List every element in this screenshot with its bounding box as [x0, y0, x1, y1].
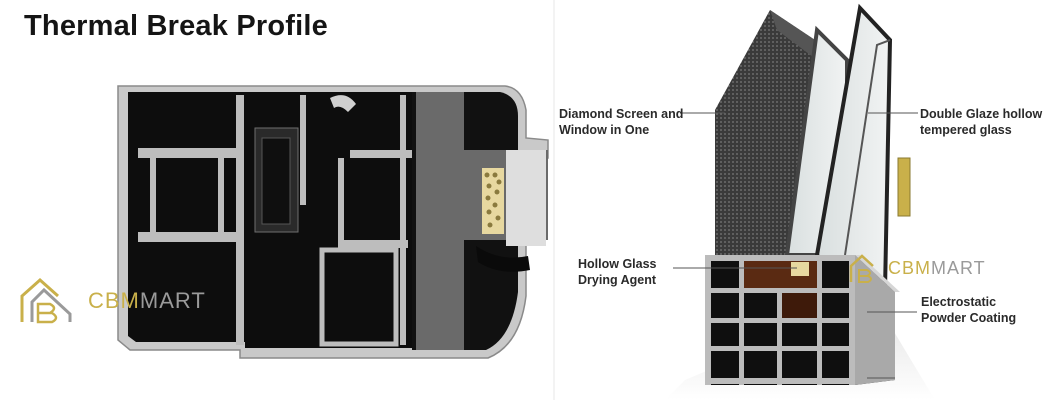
brand-logo-right: CBMMART	[848, 252, 986, 284]
label-drying-agent: Hollow Glass Drying Agent	[578, 257, 657, 287]
brand-logo-left: CBMMART	[18, 276, 206, 326]
page-title: Thermal Break Profile	[24, 10, 328, 42]
cbmmart-logo-icon	[20, 277, 72, 324]
label-powder-coating: Electrostatic Powder Coating	[921, 295, 1017, 325]
window-3d-cutaway	[665, 3, 935, 400]
label-double-glaze: Double Glaze hollow tempered glass	[920, 107, 1043, 137]
thermal-break-profile-cross-section	[117, 85, 549, 359]
brand-name: CBMMART	[88, 288, 206, 313]
cbmmart-logo-icon	[849, 254, 874, 283]
panel-divider	[553, 0, 555, 400]
brand-name: CBMMART	[888, 257, 986, 278]
label-diamond-screen: Diamond Screen and Window in One	[559, 107, 684, 137]
